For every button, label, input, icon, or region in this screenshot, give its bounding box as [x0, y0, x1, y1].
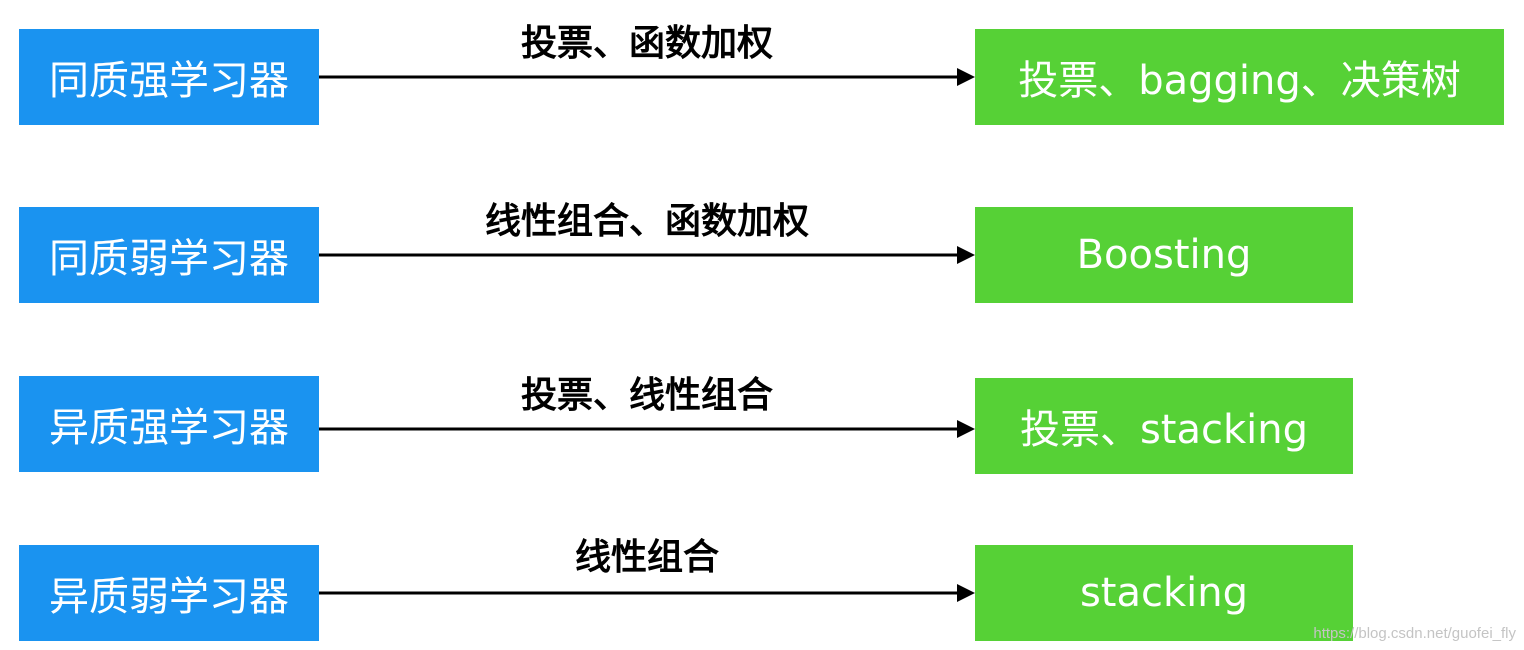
source-box-1: 同质强学习器: [19, 29, 319, 125]
arrow-1: [319, 68, 975, 86]
source-label-3: 异质强学习器: [49, 405, 289, 451]
arrow-2: [319, 246, 975, 264]
edge-label-1: 投票、函数加权: [520, 23, 773, 64]
edge-label-2: 线性组合、函数加权: [484, 201, 809, 242]
target-label-3: 投票、stacking: [1019, 407, 1309, 453]
target-box-4: stacking: [975, 545, 1353, 641]
arrow-4: [319, 584, 975, 602]
mapping-row-1: 同质强学习器 投票、bagging、决策树: [0, 29, 1524, 125]
mapping-row-3: 异质强学习器 投票、stacking: [0, 376, 1524, 474]
source-label-4: 异质弱学习器: [49, 574, 289, 620]
target-box-1: 投票、bagging、决策树: [975, 29, 1504, 125]
target-box-3: 投票、stacking: [975, 378, 1353, 474]
target-label-1: 投票、bagging、决策树: [1018, 58, 1461, 104]
source-label-2: 同质弱学习器: [49, 236, 289, 282]
mapping-row-4: 异质弱学习器 stacking: [0, 545, 1524, 641]
watermark: https://blog.csdn.net/guofei_fly: [1313, 625, 1516, 642]
edge-label-3: 投票、线性组合: [520, 375, 773, 416]
source-box-3: 异质强学习器: [19, 376, 319, 472]
target-box-2: Boosting: [975, 207, 1353, 303]
source-box-2: 同质弱学习器: [19, 207, 319, 303]
arrow-3: [319, 420, 975, 438]
source-box-4: 异质弱学习器: [19, 545, 319, 641]
source-label-1: 同质强学习器: [49, 58, 289, 104]
target-label-2: Boosting: [1076, 232, 1252, 278]
mapping-row-2: 同质弱学习器 Boosting: [0, 207, 1524, 303]
target-label-4: stacking: [1079, 570, 1249, 616]
edge-label-4: 线性组合: [574, 537, 719, 578]
